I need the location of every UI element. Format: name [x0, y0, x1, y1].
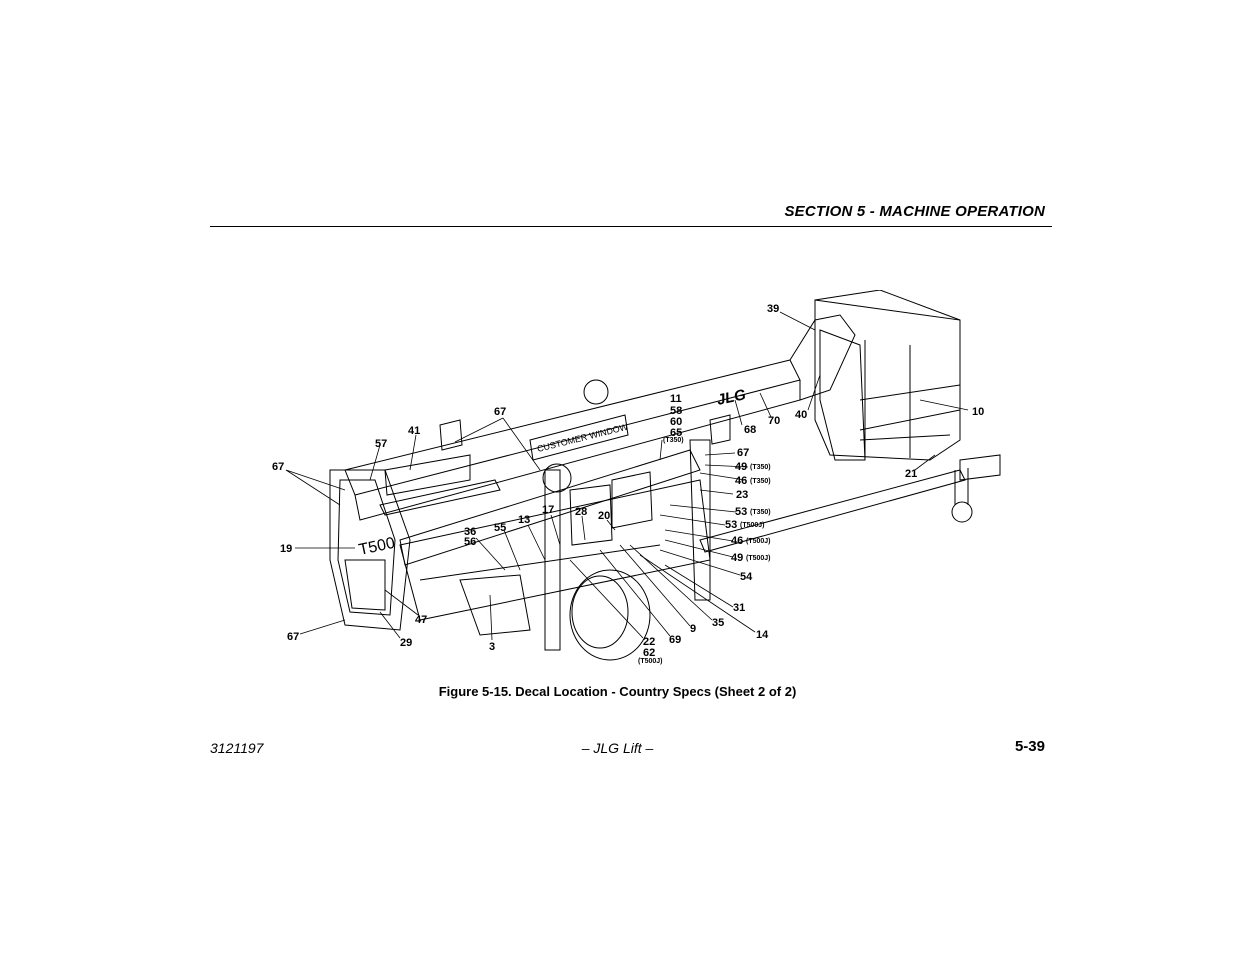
- callout-53-b: 53: [725, 519, 737, 531]
- callout-9: 9: [690, 623, 696, 635]
- boom-tip: [789, 314, 856, 401]
- callout-57: 57: [375, 438, 387, 450]
- footer-brand: – JLG Lift –: [581, 740, 654, 756]
- callout-49-b: 49: [731, 552, 743, 564]
- callout-70: 70: [768, 415, 780, 427]
- callout-t500j-b: (T500J): [746, 538, 771, 545]
- header-rule: [210, 226, 1052, 227]
- page-number: 5-39: [1014, 738, 1045, 755]
- callout-t500j-d: (T500J): [638, 658, 663, 665]
- callout-41: 41: [408, 425, 420, 437]
- callout-56: 56: [464, 536, 476, 548]
- callout-49-a: 49: [735, 461, 747, 473]
- callout-t500j-a: (T500J): [740, 522, 765, 529]
- callout-40: 40: [795, 409, 807, 421]
- model-label: T500: [357, 535, 396, 559]
- callout-t350-d: (T350): [750, 509, 771, 516]
- callout-21: 21: [905, 468, 917, 480]
- figure-caption: Figure 5-15. Decal Location - Country Sp…: [438, 684, 797, 699]
- callout-19: 19: [280, 543, 292, 555]
- callout-t350-a: (T350): [663, 437, 684, 444]
- section-title: SECTION 5 - MACHINE OPERATION: [784, 203, 1045, 220]
- callout-54: 54: [740, 571, 753, 583]
- callout-28: 28: [575, 506, 587, 518]
- callout-55: 55: [494, 522, 506, 534]
- callout-65: 65: [670, 427, 682, 439]
- callout-3: 3: [489, 641, 495, 653]
- callout-39: 39: [767, 303, 779, 315]
- callout-t350-c: (T350): [750, 478, 771, 485]
- callout-20: 20: [598, 510, 610, 522]
- callout-67-left: 67: [272, 461, 284, 473]
- callout-68: 68: [744, 424, 756, 436]
- chassis: [399, 479, 711, 621]
- callout-t500j-c: (T500J): [746, 555, 771, 562]
- tow-bar: [699, 469, 966, 553]
- callout-67-top: 67: [494, 406, 506, 418]
- callout-14: 14: [756, 629, 769, 641]
- callout-69: 69: [669, 634, 681, 646]
- doc-number: 3121197: [210, 740, 264, 756]
- callout-22: 22: [643, 636, 655, 648]
- wheel: [569, 569, 651, 661]
- callout-10: 10: [972, 406, 984, 418]
- callout-62: 62: [643, 647, 655, 659]
- callout-67-right: 67: [737, 447, 749, 459]
- callout-53-a: 53: [735, 506, 747, 518]
- callout-67-bottom: 67: [287, 631, 299, 643]
- callout-11: 11: [670, 393, 682, 405]
- callout-t350-b: (T350): [750, 464, 771, 471]
- callout-47: 47: [415, 614, 427, 626]
- brand-logo: JLG: [715, 386, 747, 409]
- callout-36: 36: [464, 526, 476, 538]
- decal-location-diagram: T500 CUSTOMER WINDOW JLG: [272, 290, 1001, 665]
- callout-17: 17: [542, 504, 554, 516]
- callout-31: 31: [733, 602, 745, 614]
- callout-60: 60: [670, 416, 682, 428]
- callout-58: 58: [670, 405, 682, 417]
- callout-35: 35: [712, 617, 724, 629]
- callout-29: 29: [400, 637, 412, 649]
- callout-23: 23: [736, 489, 748, 501]
- callout-46-a: 46: [735, 475, 747, 487]
- callout-46-b: 46: [731, 535, 743, 547]
- callout-13: 13: [518, 514, 530, 526]
